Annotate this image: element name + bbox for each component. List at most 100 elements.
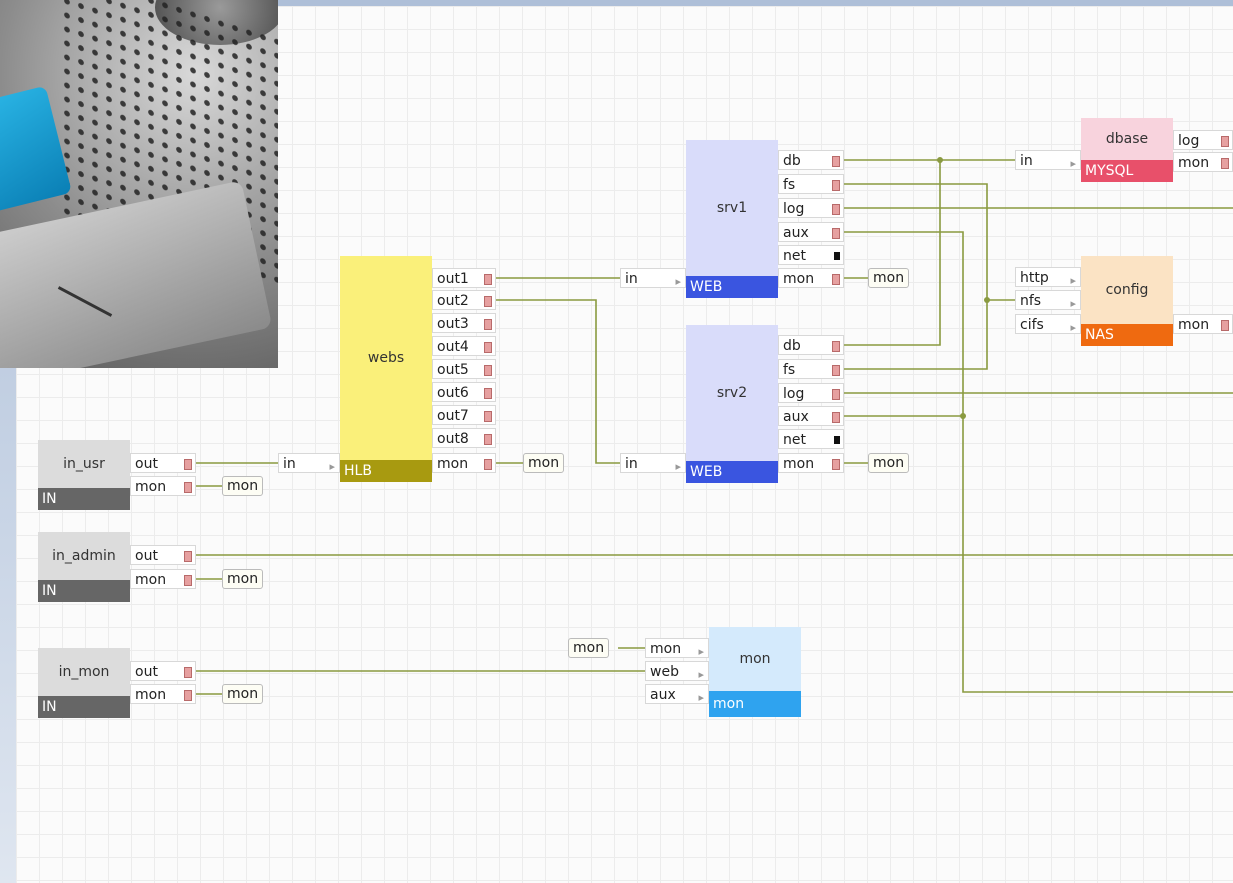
block-title: in_mon — [38, 648, 130, 696]
port-arrow-icon — [832, 459, 840, 470]
port-in[interactable]: in▸ — [620, 453, 686, 473]
port-out[interactable]: out — [130, 453, 196, 473]
wire — [844, 231, 1233, 693]
block-title: dbase — [1081, 118, 1173, 160]
wire — [844, 183, 988, 370]
port-arrow-icon — [484, 319, 492, 330]
port-mon[interactable]: mon — [432, 453, 496, 473]
port-arrow-icon — [832, 341, 840, 352]
port-fs[interactable]: fs — [778, 174, 844, 194]
port-arrow-icon — [484, 388, 492, 399]
mon-tag[interactable]: mon — [222, 569, 264, 589]
input-arrow-icon: ▸ — [698, 668, 704, 681]
port-out8[interactable]: out8 — [432, 428, 496, 448]
input-arrow-icon: ▸ — [675, 275, 681, 288]
mon-tag[interactable]: mon — [568, 638, 610, 658]
port-arrow-icon — [184, 482, 192, 493]
port-aux[interactable]: aux▸ — [645, 684, 709, 704]
port-mon[interactable]: mon▸ — [645, 638, 709, 658]
port-arrow-icon — [832, 228, 840, 239]
wire-junction — [960, 413, 966, 419]
block-type: WEB — [686, 461, 778, 483]
block-title: srv1 — [686, 140, 778, 276]
port-arrow-icon — [832, 389, 840, 400]
port-in[interactable]: in▸ — [1015, 150, 1081, 170]
block-in-admin[interactable]: in_admin IN — [38, 532, 130, 602]
port-arrow-icon — [832, 412, 840, 423]
port-aux[interactable]: aux — [778, 406, 844, 426]
mon-tag[interactable]: mon — [868, 268, 910, 288]
port-out5[interactable]: out5 — [432, 359, 496, 379]
block-config[interactable]: config NAS — [1081, 256, 1173, 348]
block-srv2[interactable]: srv2 WEB — [686, 325, 778, 487]
port-arrow-icon — [832, 156, 840, 167]
port-fs[interactable]: fs — [778, 359, 844, 379]
mon-tag[interactable]: mon — [222, 684, 264, 704]
block-mon[interactable]: mon mon — [709, 627, 801, 717]
port-arrow-icon — [484, 274, 492, 285]
port-out1[interactable]: out1 — [432, 268, 496, 288]
port-db[interactable]: db — [778, 335, 844, 355]
port-log[interactable]: log — [1173, 130, 1233, 150]
port-arrow-icon — [484, 342, 492, 353]
block-srv1[interactable]: srv1 WEB — [686, 140, 778, 302]
port-mon[interactable]: mon — [778, 453, 844, 473]
block-type: MYSQL — [1081, 160, 1173, 182]
block-title: webs — [340, 256, 432, 460]
block-webs[interactable]: webs HLB — [340, 256, 432, 488]
wire-junction — [984, 297, 990, 303]
port-arrow-icon — [834, 436, 840, 444]
port-aux[interactable]: aux — [778, 222, 844, 242]
input-arrow-icon: ▸ — [1070, 157, 1076, 170]
mon-tag[interactable]: mon — [222, 476, 264, 496]
port-db[interactable]: db — [778, 150, 844, 170]
port-in[interactable]: in▸ — [278, 453, 340, 473]
port-in[interactable]: in▸ — [620, 268, 686, 288]
block-title: in_admin — [38, 532, 130, 580]
port-out[interactable]: out — [130, 661, 196, 681]
port-net[interactable]: net — [778, 429, 844, 449]
port-web[interactable]: web▸ — [645, 661, 709, 681]
port-arrow-icon — [484, 459, 492, 470]
mon-tag[interactable]: mon — [523, 453, 565, 473]
block-title: config — [1081, 256, 1173, 324]
port-http[interactable]: http▸ — [1015, 267, 1081, 287]
port-log[interactable]: log — [778, 198, 844, 218]
input-arrow-icon: ▸ — [675, 460, 681, 473]
input-arrow-icon: ▸ — [698, 645, 704, 658]
port-net[interactable]: net — [778, 245, 844, 265]
port-arrow-icon — [184, 667, 192, 678]
block-type: IN — [38, 696, 130, 718]
port-out6[interactable]: out6 — [432, 382, 496, 402]
port-out3[interactable]: out3 — [432, 313, 496, 333]
port-mon[interactable]: mon — [778, 268, 844, 288]
port-mon[interactable]: mon — [1173, 152, 1233, 172]
input-arrow-icon: ▸ — [329, 460, 335, 473]
wire-junction — [937, 157, 943, 163]
port-arrow-icon — [184, 690, 192, 701]
input-arrow-icon: ▸ — [1070, 321, 1076, 334]
block-type: IN — [38, 580, 130, 602]
port-mon[interactable]: mon — [130, 684, 196, 704]
port-nfs[interactable]: nfs▸ — [1015, 290, 1081, 310]
port-mon[interactable]: mon — [130, 569, 196, 589]
port-mon[interactable]: mon — [1173, 314, 1233, 334]
input-arrow-icon: ▸ — [1070, 297, 1076, 310]
block-type: HLB — [340, 460, 432, 482]
mon-tag[interactable]: mon — [868, 453, 910, 473]
port-out2[interactable]: out2 — [432, 290, 496, 310]
port-arrow-icon — [1221, 158, 1229, 169]
block-in-mon[interactable]: in_mon IN — [38, 648, 130, 718]
port-out[interactable]: out — [130, 545, 196, 565]
port-out4[interactable]: out4 — [432, 336, 496, 356]
port-out7[interactable]: out7 — [432, 405, 496, 425]
block-in-usr[interactable]: in_usr IN — [38, 440, 130, 510]
wire — [496, 299, 620, 464]
block-title: srv2 — [686, 325, 778, 461]
port-cifs[interactable]: cifs▸ — [1015, 314, 1081, 334]
port-mon[interactable]: mon — [130, 476, 196, 496]
port-arrow-icon — [184, 551, 192, 562]
block-dbase[interactable]: dbase MYSQL — [1081, 118, 1173, 184]
port-log[interactable]: log — [778, 383, 844, 403]
